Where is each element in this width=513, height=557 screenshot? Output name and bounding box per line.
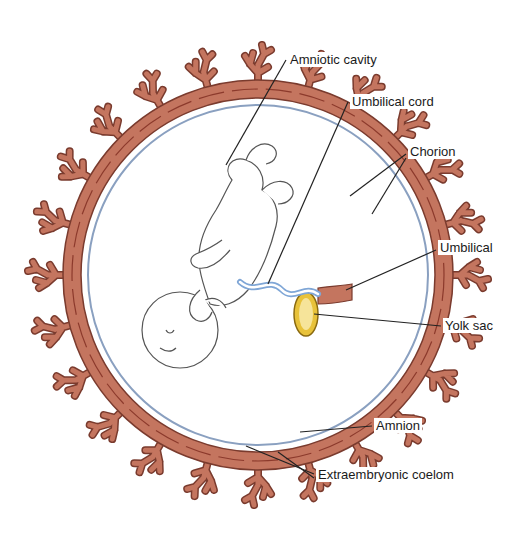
- anatomy-label: Umbilical cord: [350, 94, 436, 109]
- anatomy-label: Amnion: [374, 418, 422, 433]
- anatomy-label: Extraembryonic coelom: [316, 467, 456, 482]
- anatomy-label: Chorion: [408, 144, 458, 159]
- chorionic-villi: [28, 45, 488, 505]
- umbilical-stalk: [318, 284, 352, 304]
- chorion-ring: [63, 80, 453, 470]
- umbilical-cord: [240, 282, 318, 294]
- fetus: [142, 144, 293, 368]
- anatomy-label: Amniotic cavity: [288, 52, 379, 67]
- anatomy-label: Umbilical: [438, 240, 495, 255]
- anatomy-label: Yolk sac: [443, 318, 495, 333]
- leader-lines: [226, 60, 441, 478]
